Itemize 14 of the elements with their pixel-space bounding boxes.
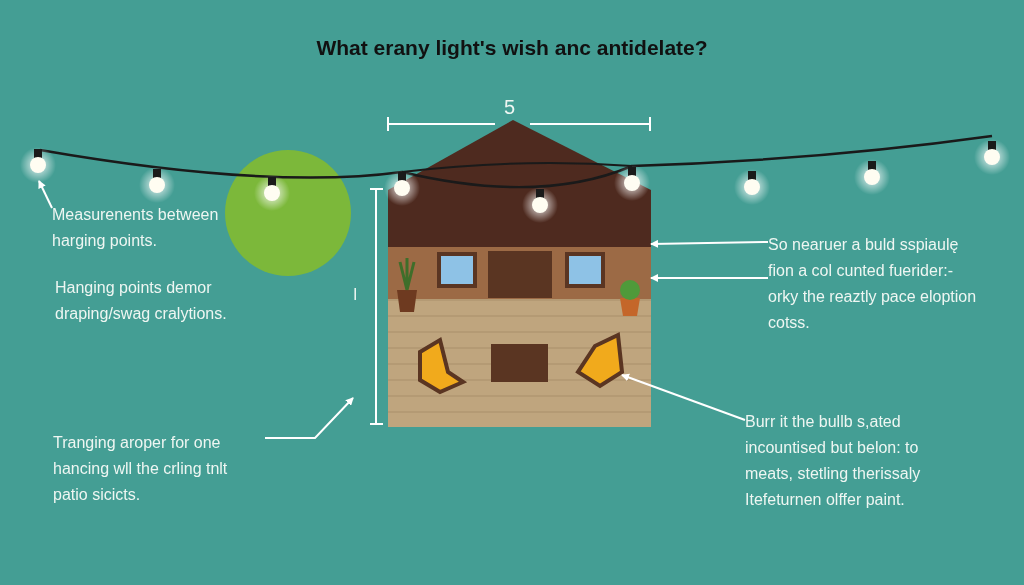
annotation-text: Tranging aroper for one hancing wll the crling tnlt patio sicicts.	[53, 430, 265, 508]
dimension-label: I	[353, 285, 358, 305]
title: What erany light's wish anc antidelate?	[315, 36, 709, 60]
leader-arrow	[650, 239, 769, 248]
leader-arrow	[650, 274, 769, 282]
leader-arrow	[621, 373, 746, 421]
dimension-label: 5	[504, 95, 516, 120]
annotation-text: Measurenents between harging points.	[52, 202, 247, 254]
annotation-text: Burr it the bullb s,ated incountised but belon: to meats, stetling therissaly Itefeturnen olffer paint.	[745, 409, 950, 513]
leader-arrow	[38, 180, 53, 209]
patio-house-drawing	[387, 120, 652, 427]
annotation-text: So nearuer a buld sspiaulę fion a col cunted fuerider:-orky the reaztly pace eloption cotss.	[768, 232, 980, 336]
leader-arrow	[264, 397, 354, 439]
annotation-text: Hanging points demor draping/swag cralytions.	[55, 278, 228, 324]
